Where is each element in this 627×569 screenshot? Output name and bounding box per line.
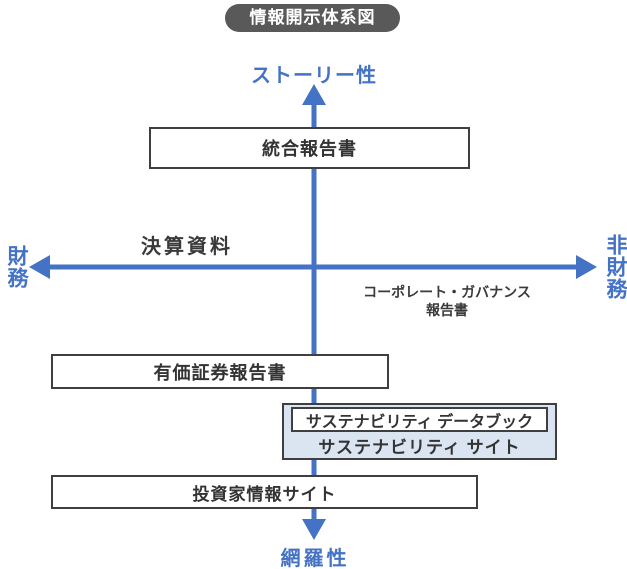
box-sustainability-site: サステナビリティ データブック サステナビリティ サイト (282, 403, 557, 460)
box-investor-site: 投資家情報サイト (51, 475, 478, 509)
arrowhead-right-icon (576, 255, 597, 279)
label-financial-results: 決算資料 (141, 236, 233, 258)
box-integrated-report: 統合報告書 (149, 127, 470, 169)
axis-label-financial: 財務 (5, 245, 28, 289)
diagram-title: 情報開示体系図 (225, 4, 400, 32)
arrowhead-left-icon (29, 255, 50, 279)
label-governance-line2: 報告書 (425, 302, 468, 318)
axis-label-story: ストーリー性 (251, 65, 377, 87)
label-sustainability-site: サステナビリティ サイト (318, 438, 521, 457)
axis-label-comprehensiveness: 網羅性 (280, 548, 350, 569)
label-governance-report: コーポレート・ガバナンス 報告書 (363, 283, 531, 319)
box-securities-report: 有価証券報告書 (51, 354, 389, 389)
label-governance-line1: コーポレート・ガバナンス (363, 284, 531, 300)
axis-label-non-financial: 非財務 (604, 234, 627, 300)
box-sustainability-databook: サステナビリティ データブック (291, 407, 548, 432)
arrowhead-down-icon (302, 519, 326, 540)
arrowhead-up-icon (302, 84, 326, 105)
